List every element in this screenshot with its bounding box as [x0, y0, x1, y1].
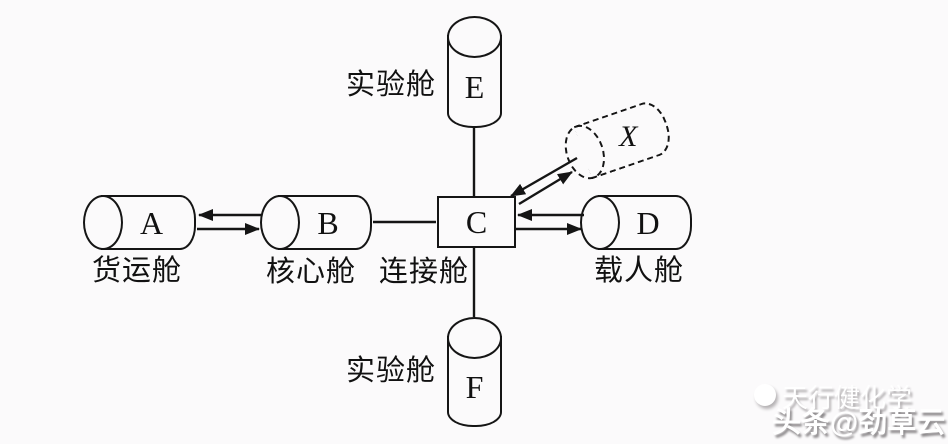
watermark-byline: 头条@劲草云 — [772, 407, 946, 439]
module-b-letter: B — [317, 204, 339, 241]
module-b: B — [260, 195, 372, 250]
module-c-letter: C — [465, 204, 488, 240]
label-cargo-module: 货运舱 — [92, 255, 183, 287]
label-connecting-module: 连接舱 — [379, 256, 470, 288]
module-a: A — [83, 195, 196, 250]
module-f-cap — [447, 317, 502, 359]
module-f-body — [447, 336, 502, 427]
module-d: D — [580, 195, 692, 250]
module-a-cap — [83, 195, 123, 250]
arrow-x-to-c — [510, 156, 578, 198]
module-b-body — [278, 195, 372, 250]
label-experiment-module-f: 实验舱 — [346, 355, 437, 387]
module-a-body — [101, 195, 196, 250]
module-b-cap — [260, 195, 300, 250]
module-e-body — [447, 35, 502, 128]
module-a-letter: A — [139, 204, 164, 241]
label-core-module: 核心舱 — [266, 256, 357, 288]
watermark-logo-icon — [754, 384, 776, 406]
module-e: E — [447, 16, 502, 128]
module-f-letter: F — [465, 369, 484, 405]
label-crewed-module: 载人舱 — [594, 255, 685, 287]
module-e-letter: E — [464, 69, 485, 105]
module-c: C — [437, 196, 516, 248]
module-e-cap — [447, 16, 502, 58]
watermark-overlay-text: 天行健化学 — [782, 383, 913, 413]
label-experiment-module-e: 实验舱 — [346, 69, 437, 101]
module-d-letter: D — [636, 204, 660, 241]
module-f: F — [447, 317, 502, 427]
module-x-letter: X — [619, 120, 638, 154]
arrow-c-to-x — [518, 170, 573, 206]
module-d-cap — [580, 195, 620, 250]
module-d-body — [598, 195, 692, 250]
